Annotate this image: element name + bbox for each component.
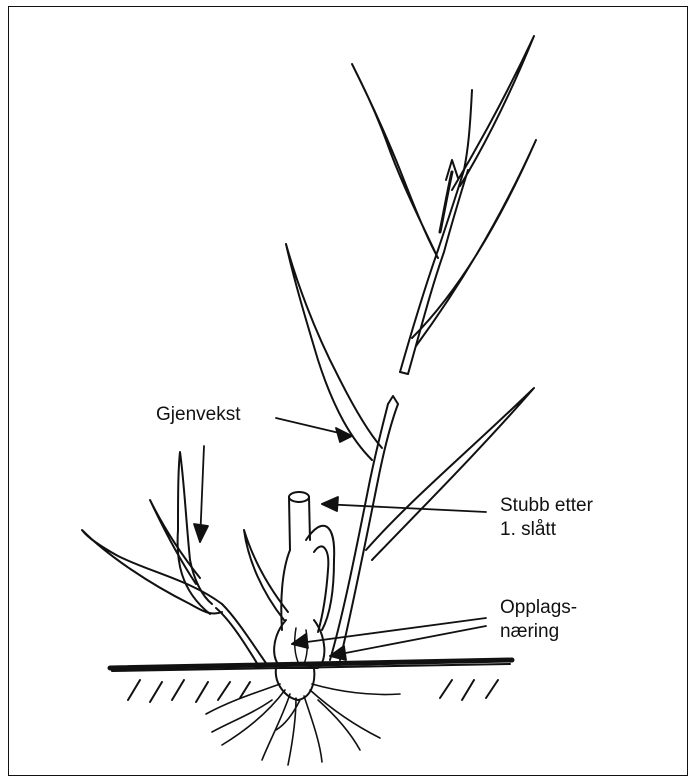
label-regrowth: Gjenvekst: [156, 403, 240, 427]
label-stubble-line2: 1. slått: [500, 518, 593, 542]
label-stubble-line1: Stubb etter: [500, 494, 593, 518]
regrowth-tiller: [82, 452, 268, 668]
main-leaf: [286, 244, 382, 460]
arrow-reserves-node: [330, 626, 486, 656]
label-stubble: Stubb etter 1. slått: [500, 494, 593, 542]
ground-line: [110, 660, 512, 671]
label-reserves-line1: Opplags-: [500, 596, 577, 620]
roots: [206, 684, 400, 765]
label-reserves: Opplags- næring: [500, 596, 577, 644]
stubble: [281, 492, 334, 632]
panicle: [400, 90, 472, 374]
upper-leaves: [352, 36, 536, 346]
label-reserves-line2: næring: [500, 620, 577, 644]
